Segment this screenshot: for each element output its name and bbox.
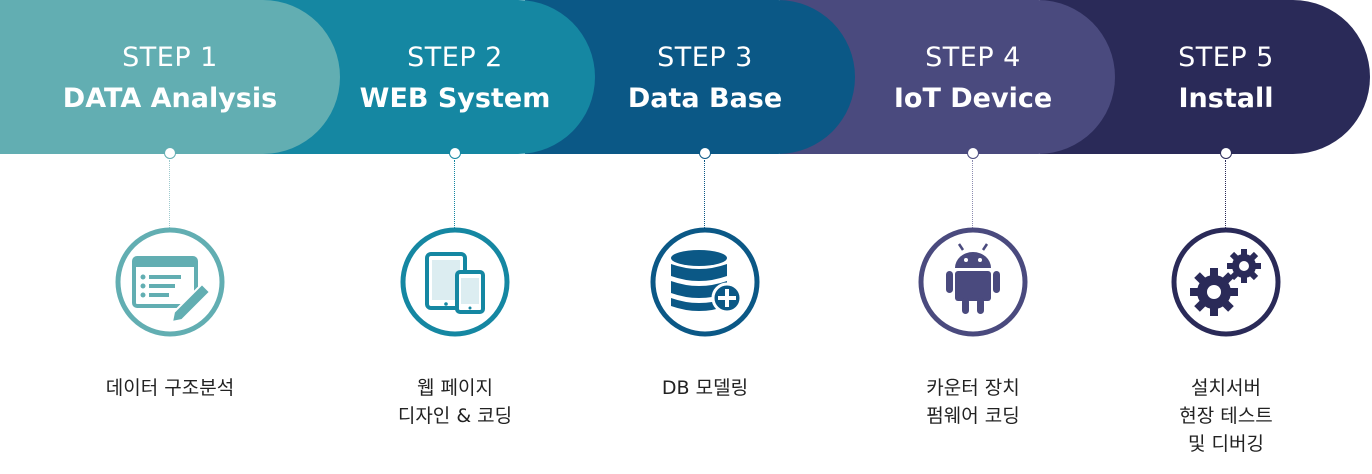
step-4-title: IoT Device — [893, 83, 1053, 114]
step-3-description-line: DB 모델링 — [661, 377, 749, 399]
step-2-description-line: 웹 페이지 — [417, 377, 493, 399]
step-4-header: STEP 4 IoT Device — [823, 0, 1123, 154]
step-2-label: STEP 2 — [407, 42, 503, 73]
step-1-connector-dot — [164, 147, 176, 159]
step-3-description: DB 모델링 — [585, 374, 825, 402]
step-2-connector-line — [454, 160, 455, 228]
step-5-label: STEP 5 — [1178, 42, 1274, 73]
step-1-title: DATA Analysis — [62, 83, 278, 114]
step-5-header: STEP 5 Install — [1076, 0, 1372, 154]
step-1-banner — [0, 0, 340, 154]
step-4-label: STEP 4 — [925, 42, 1021, 73]
step-4-description-line: 펌웨어 코딩 — [926, 405, 1020, 427]
step-5-description-line: 설치서버 — [1191, 377, 1261, 399]
step-4-description: 카운터 장치 펌웨어 코딩 — [853, 374, 1093, 430]
step-5-description-line: 현장 테스트 — [1179, 405, 1273, 427]
android-icon — [917, 226, 1029, 338]
step-4-connector-line — [972, 160, 973, 228]
step-1-description: 데이터 구조분석 — [50, 374, 290, 402]
step-1-connector-line — [169, 160, 170, 228]
step-1-header: STEP 1 DATA Analysis — [20, 0, 320, 154]
step-4-connector-dot — [967, 147, 979, 159]
step-3-label: STEP 3 — [657, 42, 753, 73]
step-2-description-line: 디자인 & 코딩 — [397, 405, 513, 427]
database-add-icon — [649, 226, 761, 338]
step-2-connector-dot — [449, 147, 461, 159]
step-3-connector-dot — [699, 147, 711, 159]
step-4-description-line: 카운터 장치 — [926, 377, 1020, 399]
step-5-connector-line — [1225, 160, 1226, 228]
step-5-description: 설치서버 현장 테스트 및 디버깅 — [1106, 374, 1346, 458]
step-5-description-line: 및 디버깅 — [1188, 433, 1264, 455]
tablet-phone-icon — [399, 226, 511, 338]
step-3-header: STEP 3 Data Base — [555, 0, 855, 154]
step-5-title: Install — [1178, 83, 1274, 114]
form-edit-icon — [114, 226, 226, 338]
step-3-connector-line — [704, 160, 705, 228]
step-3-title: Data Base — [627, 83, 783, 114]
step-1-description-line: 데이터 구조분석 — [105, 377, 235, 399]
step-2-title: WEB System — [359, 83, 551, 114]
step-1-label: STEP 1 — [122, 42, 218, 73]
step-2-header: STEP 2 WEB System — [305, 0, 605, 154]
step-2-description: 웹 페이지 디자인 & 코딩 — [335, 374, 575, 430]
step-5-connector-dot — [1220, 147, 1232, 159]
gears-icon — [1170, 226, 1282, 338]
